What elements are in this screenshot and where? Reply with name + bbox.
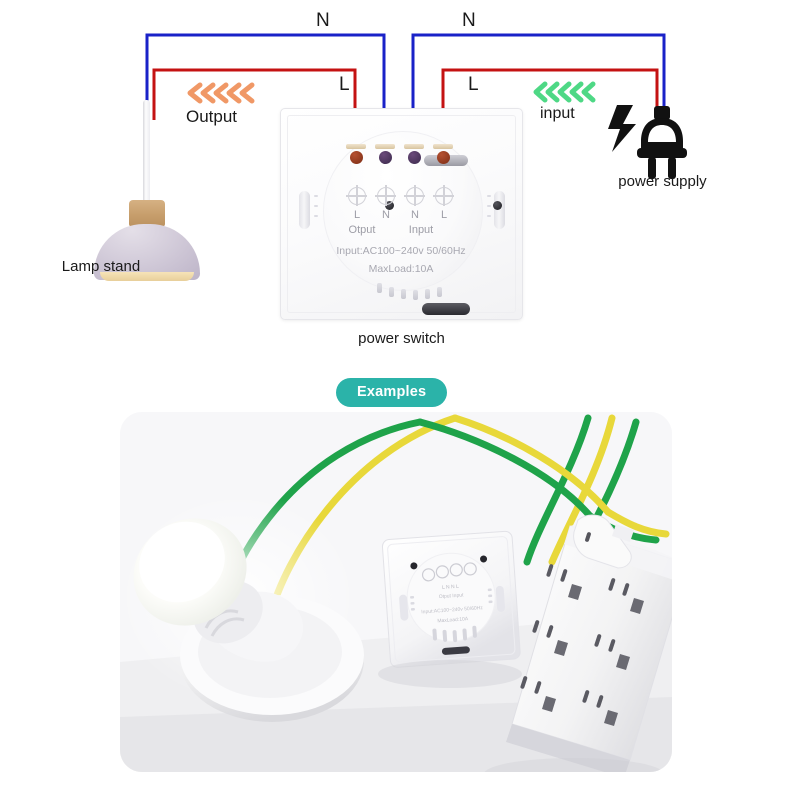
wire-routing-svg <box>145 33 687 179</box>
screw-hole <box>404 185 425 206</box>
screw-hole <box>375 185 396 206</box>
terminal-post-n-output <box>379 151 392 164</box>
screw-hole <box>346 185 367 206</box>
group-label-input: Input <box>408 224 434 236</box>
terminal-label-2: N <box>411 209 419 221</box>
terminal-label-0: L <box>353 209 361 221</box>
wire-neutral-left <box>145 33 386 145</box>
vent <box>377 283 382 293</box>
switch-caption: power switch <box>358 330 445 347</box>
label-live-right: L <box>468 74 479 95</box>
svg-text:L N N L: L N N L <box>442 584 459 591</box>
mounting-clip-left <box>299 191 310 229</box>
screw-hole <box>433 185 454 206</box>
terminal-slot <box>404 144 424 149</box>
wire-neutral-right <box>411 33 666 145</box>
vent <box>413 290 418 300</box>
switch-tab-bottom <box>422 303 470 315</box>
wire-live-left <box>152 68 357 145</box>
examples-badge: Examples <box>336 378 448 407</box>
lamp-glow <box>100 272 194 281</box>
ridge <box>314 215 318 217</box>
terminal-slot <box>433 144 453 149</box>
terminal-label-1: N <box>382 209 390 221</box>
lightning-bolt-icon <box>608 105 636 152</box>
label-live-left: L <box>339 74 350 95</box>
vent <box>425 289 430 299</box>
svg-text:MaxLoad:10A: MaxLoad:10A <box>437 616 469 624</box>
power-switch-module: L N N L Otput Input Input:AC100~240v 50/… <box>280 108 523 320</box>
power-supply-caption: power supply <box>618 173 707 190</box>
ridge <box>487 215 491 217</box>
mounting-clip-right <box>494 191 505 229</box>
ridge <box>314 195 318 197</box>
terminal-post-l-output <box>350 151 363 164</box>
spec-maxload: MaxLoad:10A <box>368 263 434 275</box>
lamp-neck <box>129 200 165 227</box>
vent <box>389 287 394 297</box>
terminal-post-n-input <box>408 151 421 164</box>
label-neutral-right: N <box>462 10 476 31</box>
power-plug-icon <box>637 106 687 179</box>
svg-text:Input:AC100~240v 50/60Hz: Input:AC100~240v 50/60Hz <box>421 605 483 615</box>
terminal-slot <box>375 144 395 149</box>
input-label: input <box>540 105 575 122</box>
wiring-diagram: N N L L Output input Lamp stand power su… <box>0 0 800 370</box>
vent <box>437 287 442 297</box>
input-arrow-icon <box>533 81 596 103</box>
terminal-label-3: L <box>440 209 448 221</box>
ridge <box>487 205 491 207</box>
screw-dot-right <box>493 201 502 210</box>
ridge <box>314 205 318 207</box>
terminal-post-l-input <box>437 151 450 164</box>
label-neutral-left: N <box>316 10 330 31</box>
wire-live-right <box>441 68 659 145</box>
example-photo: L N N L Otput Input Input:AC100~240v 50/… <box>120 412 672 772</box>
example-photo-svg: L N N L Otput Input Input:AC100~240v 50/… <box>120 412 672 772</box>
switch-panel-frame <box>287 115 516 313</box>
ridge <box>487 195 491 197</box>
group-label-output: Otput <box>348 224 376 236</box>
spec-voltage: Input:AC100~240v 50/60Hz <box>336 245 466 257</box>
lamp-caption: Lamp stand <box>61 258 141 275</box>
screw-dot-left <box>385 201 394 210</box>
svg-text:Otput Input: Otput Input <box>439 592 465 600</box>
pendant-lamp-icon <box>92 100 202 281</box>
lamp-cord <box>143 100 150 205</box>
vent <box>401 289 406 299</box>
output-arrow-icon <box>187 82 255 104</box>
terminal-slot <box>346 144 366 149</box>
output-label: Output <box>186 107 238 126</box>
